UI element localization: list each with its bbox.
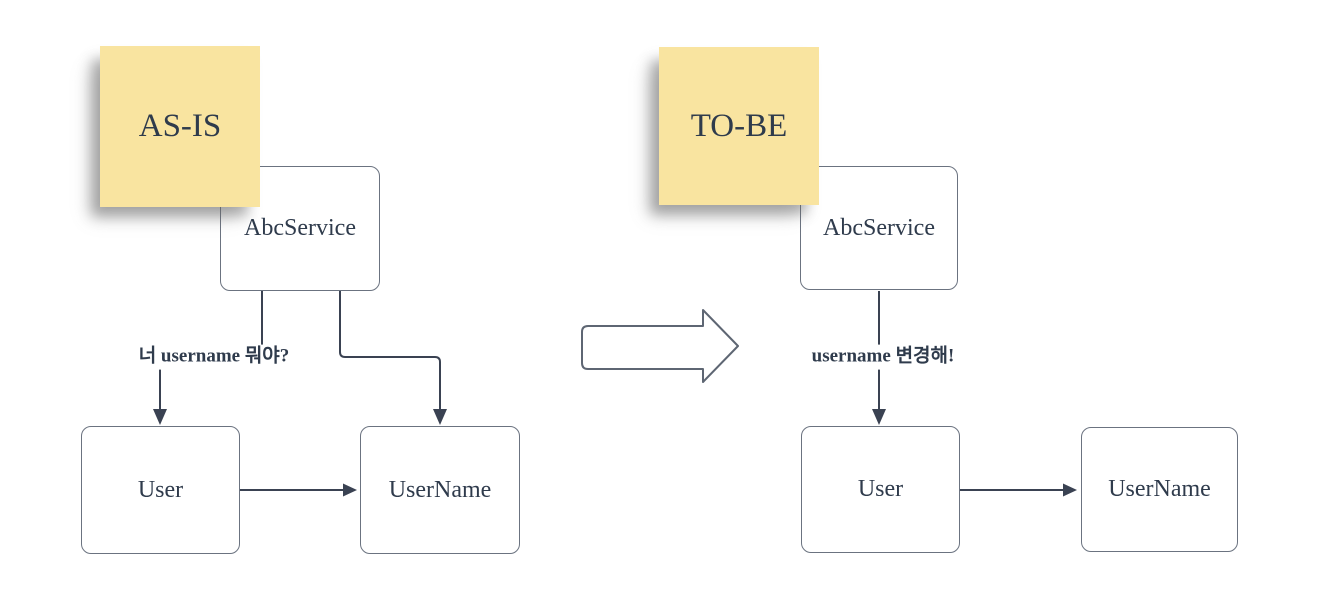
box-abcservice-tobe-label: AbcService <box>823 214 935 241</box>
arrowhead-tobe-user <box>872 409 886 425</box>
sticky-note-tobe-label: TO-BE <box>690 107 788 144</box>
sticky-note-tobe: TO-BE <box>659 47 819 205</box>
sticky-note-asis: AS-IS <box>100 46 260 207</box>
arrowhead-asis-user-username <box>343 483 357 497</box>
transition-block-arrow-icon <box>581 309 739 383</box>
edge-label-tobe-command: username 변경해! <box>808 344 958 370</box>
box-username-asis-label: UserName <box>388 476 492 503</box>
box-abcservice-tobe: AbcService <box>800 166 958 290</box>
edge-asis-service-to-username <box>339 291 441 409</box>
box-username-tobe: UserName <box>1081 427 1238 552</box>
box-username-tobe-label: UserName <box>1108 476 1211 502</box>
box-user-tobe-label: User <box>857 476 904 502</box>
box-username-asis: UserName <box>360 426 520 554</box>
arrowhead-asis-username <box>433 409 447 425</box>
box-user-tobe: User <box>801 426 960 553</box>
box-user-asis: User <box>81 426 240 554</box>
arrowhead-asis-user <box>153 409 167 425</box>
edge-label-asis-question: 너 username 뭐야? <box>135 344 293 370</box>
box-abcservice-asis-label: AbcService <box>244 215 356 241</box>
box-user-asis-label: User <box>137 476 184 503</box>
sticky-note-asis-label: AS-IS <box>138 108 222 144</box>
arrowhead-tobe-user-username <box>1063 483 1077 497</box>
